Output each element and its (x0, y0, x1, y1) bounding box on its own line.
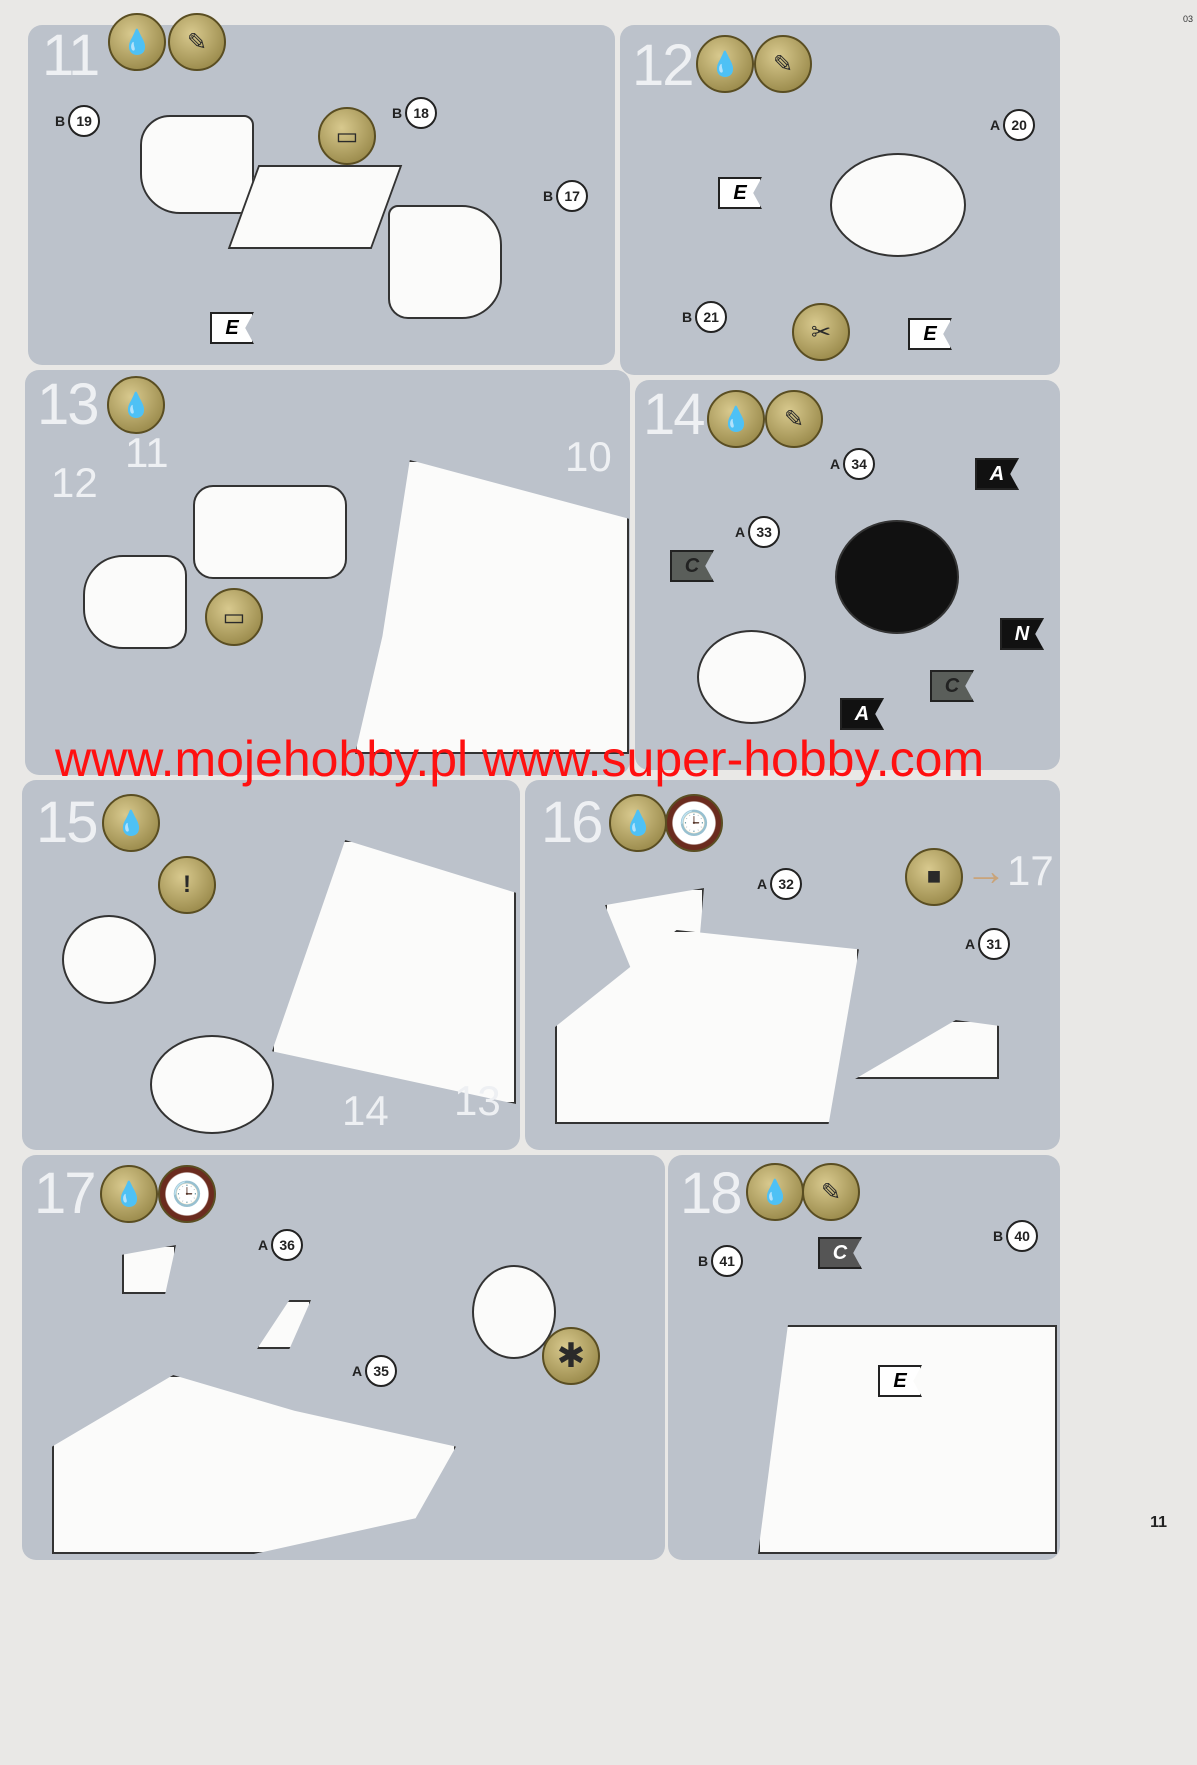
paint-icon: ✎ (765, 390, 823, 448)
tape-icon: ▭ (318, 107, 376, 165)
glue-icon: 💧 (107, 376, 165, 434)
corner-code: 03 (1182, 14, 1193, 24)
flag-a: A (975, 458, 1019, 490)
stabilizer-part (855, 1020, 999, 1079)
airframe-part (52, 1375, 456, 1554)
exhaust-part (62, 915, 156, 1004)
glue-icon: 💧 (100, 1165, 158, 1223)
exhaust-part (150, 1035, 274, 1134)
airframe-part (555, 930, 859, 1124)
flag-c: C (930, 670, 974, 702)
tape-icon: ▭ (205, 588, 263, 646)
paint-icon: ✎ (754, 35, 812, 93)
step-number: 12 (632, 33, 694, 98)
watermark: www.mojehobby.pl www.super-hobby.com (55, 731, 985, 787)
glue-icon: 💧 (696, 35, 754, 93)
step-13-panel: 13 💧 12 11 10 ▭ (25, 370, 630, 775)
front-view-aircraft (472, 1265, 556, 1359)
forward-fuselage-part (193, 485, 347, 579)
clock-icon: 🕒 (158, 1165, 216, 1223)
callout: 13 (454, 1077, 501, 1124)
glue-icon: 💧 (102, 794, 160, 852)
step-15-panel: 15 💧 ! 14 13 (22, 780, 520, 1150)
glue-icon: 💧 (108, 13, 166, 71)
callout: 12 (51, 459, 98, 506)
airframe-part (272, 840, 516, 1104)
glue-icon: 💧 (746, 1163, 804, 1221)
callout: 10 (565, 433, 612, 480)
paint-icon: ✎ (168, 13, 226, 71)
warning-icon: ! (158, 856, 216, 914)
step-number: 16 (541, 790, 603, 855)
nose-part (83, 555, 187, 649)
cockpit-tub-part (227, 165, 403, 249)
nozzle-part (697, 630, 806, 724)
flag-c: C (818, 1237, 862, 1269)
airframe-part (355, 460, 629, 754)
step-number: 14 (643, 382, 705, 447)
paint-icon: ✎ (802, 1163, 860, 1221)
flag-e: E (908, 318, 952, 350)
flag-a: A (840, 698, 884, 730)
canopy-part (140, 115, 254, 214)
callout: 14 (342, 1087, 389, 1134)
tweezers-icon: ✂ (792, 303, 850, 361)
asterisk-icon: ✱ (542, 1327, 600, 1385)
flag-e: E (718, 177, 762, 209)
goto-step: →17 (965, 847, 1054, 894)
callout: 11 (125, 429, 169, 476)
step-number: 17 (34, 1161, 96, 1226)
step-number: 15 (36, 790, 98, 855)
nose-cone-part (830, 153, 966, 257)
airframe-part (758, 1325, 1057, 1554)
glue-icon: 💧 (707, 390, 765, 448)
flip-icon: ■ (905, 848, 963, 906)
flag-e: E (210, 312, 254, 344)
step-number: 13 (37, 372, 99, 437)
flag-c: C (670, 550, 714, 582)
fuselage-part (388, 205, 502, 319)
flag-n: N (1000, 618, 1044, 650)
page-number: 11 (1150, 1514, 1167, 1531)
clock-icon: 🕒 (665, 794, 723, 852)
fin-part (257, 1300, 311, 1349)
step-number: 11 (42, 23, 100, 88)
goto-step-number: 17 (1007, 847, 1054, 894)
exhaust-part (835, 520, 959, 634)
step-number: 18 (680, 1161, 742, 1226)
glue-icon: 💧 (609, 794, 667, 852)
fin-part (122, 1245, 176, 1294)
